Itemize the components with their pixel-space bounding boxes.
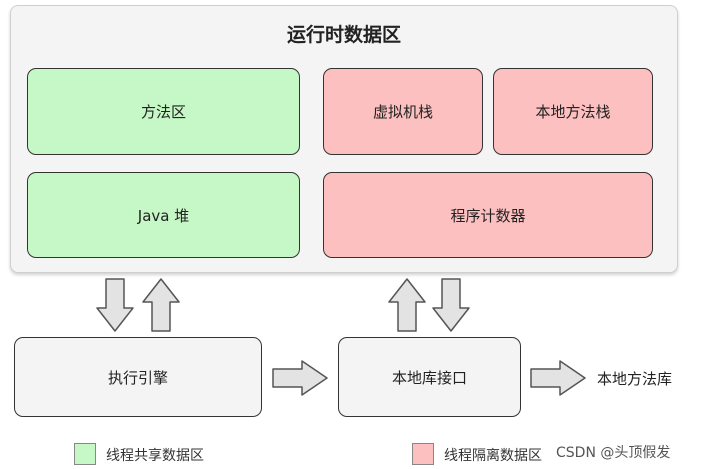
method-area-box: 方法区 — [27, 68, 300, 155]
arrow-down-icon — [432, 278, 470, 332]
watermark: CSDN @头顶假发 — [556, 445, 671, 461]
legend-shared-swatch — [74, 443, 96, 465]
legend-isolated-label: 线程隔离数据区 — [444, 448, 542, 464]
native-interface-box: 本地库接口 — [338, 337, 521, 417]
legend-shared-label: 线程共享数据区 — [106, 448, 204, 464]
arrow-up-icon — [142, 278, 180, 332]
native-method-stack-box: 本地方法栈 — [493, 68, 653, 155]
arrow-up-icon — [388, 278, 426, 332]
arrow-down-icon — [96, 278, 134, 332]
program-counter-box: 程序计数器 — [323, 172, 653, 258]
execution-engine-box: 执行引擎 — [14, 337, 262, 417]
vm-stack-box: 虚拟机栈 — [323, 68, 483, 155]
runtime-area-title: 运行时数据区 — [286, 24, 401, 46]
native-library-label: 本地方法库 — [597, 370, 673, 388]
arrow-right-icon — [272, 360, 328, 396]
arrow-right-icon — [530, 360, 586, 396]
java-heap-box: Java 堆 — [27, 172, 300, 258]
legend-isolated-swatch — [412, 443, 434, 465]
